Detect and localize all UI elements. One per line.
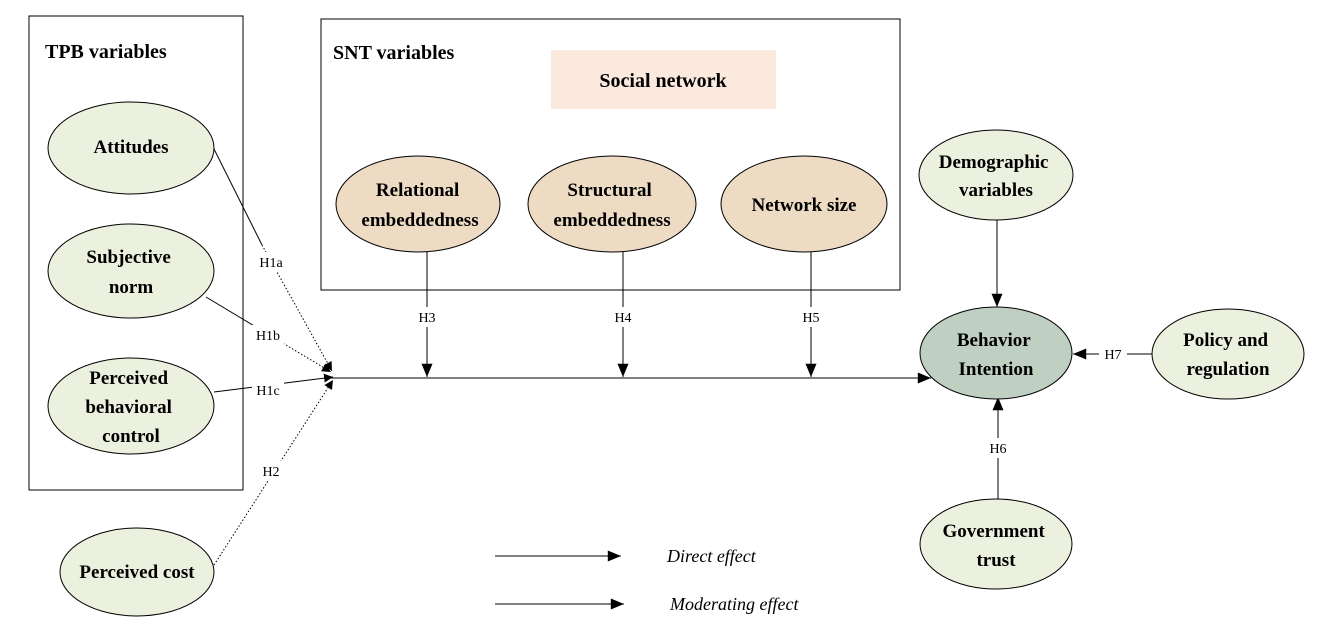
social-network-label: Social network [599, 70, 727, 92]
h7-label: H7 [1104, 348, 1121, 363]
relational-embeddedness-node [335, 155, 501, 253]
structural-embeddedness-label: Structural embeddedness [553, 180, 670, 231]
perceived-cost-node [59, 527, 215, 617]
tpb-group-box [28, 15, 244, 491]
perceived-cost-label: Perceived cost [79, 562, 195, 583]
h3-label: H3 [418, 311, 435, 326]
h2-label: H2 [262, 465, 279, 480]
h1c-label-bg [252, 380, 284, 400]
attitudes-node [47, 101, 215, 195]
attitudes-label: Attitudes [94, 137, 169, 158]
h1b-label: H1b [256, 329, 280, 344]
social-network-box [551, 50, 776, 109]
h6-label: H6 [989, 442, 1006, 457]
h1a-arrow [261, 244, 333, 372]
structural-embeddedness-node [527, 155, 697, 253]
h5-label: H5 [802, 311, 819, 326]
perceived-behavioral-control-label: Perceived behavioral control [85, 368, 176, 447]
network-size-node [720, 155, 888, 253]
legend-moderating-label: Moderating effect [669, 594, 799, 614]
h5-label-bg [798, 307, 824, 327]
snt-group-box [320, 18, 901, 291]
subjective-norm-label: Subjective norm [86, 247, 175, 298]
policy-regulation-node [1151, 308, 1305, 400]
behavior-intention-label: Behavior Intention [957, 330, 1035, 380]
behavior-intention-node [919, 306, 1073, 400]
h2-label-bg [258, 461, 284, 481]
legend-direct-label: Direct effect [666, 546, 757, 566]
h1b-label-bg [252, 325, 284, 345]
h3-label-bg [414, 307, 440, 327]
h1a-line-solid [212, 146, 263, 246]
relational-embeddedness-label: Relational embeddedness [361, 180, 478, 231]
network-size-label: Network size [752, 195, 857, 216]
snt-group-title: SNT variables [333, 42, 455, 64]
h6-label-bg [985, 438, 1011, 458]
h1a-label-bg [255, 252, 287, 272]
government-trust-node [919, 498, 1073, 590]
h1c-label: H1c [256, 384, 279, 399]
subjective-norm-node [47, 223, 215, 319]
h7-label-bg [1099, 344, 1127, 364]
government-trust-label: Government trust [942, 521, 1049, 571]
h1a-label: H1a [259, 256, 283, 271]
h4-label-bg [610, 307, 636, 327]
perceived-behavioral-control-node [47, 357, 215, 455]
demographic-variables-label: Demographic variables [939, 152, 1054, 201]
tpb-group-title: TPB variables [45, 41, 167, 63]
policy-regulation-label: Policy and regulation [1183, 330, 1273, 380]
h1b-line-solid [205, 296, 257, 328]
demographic-variables-node [918, 129, 1074, 221]
h4-label: H4 [614, 311, 631, 326]
